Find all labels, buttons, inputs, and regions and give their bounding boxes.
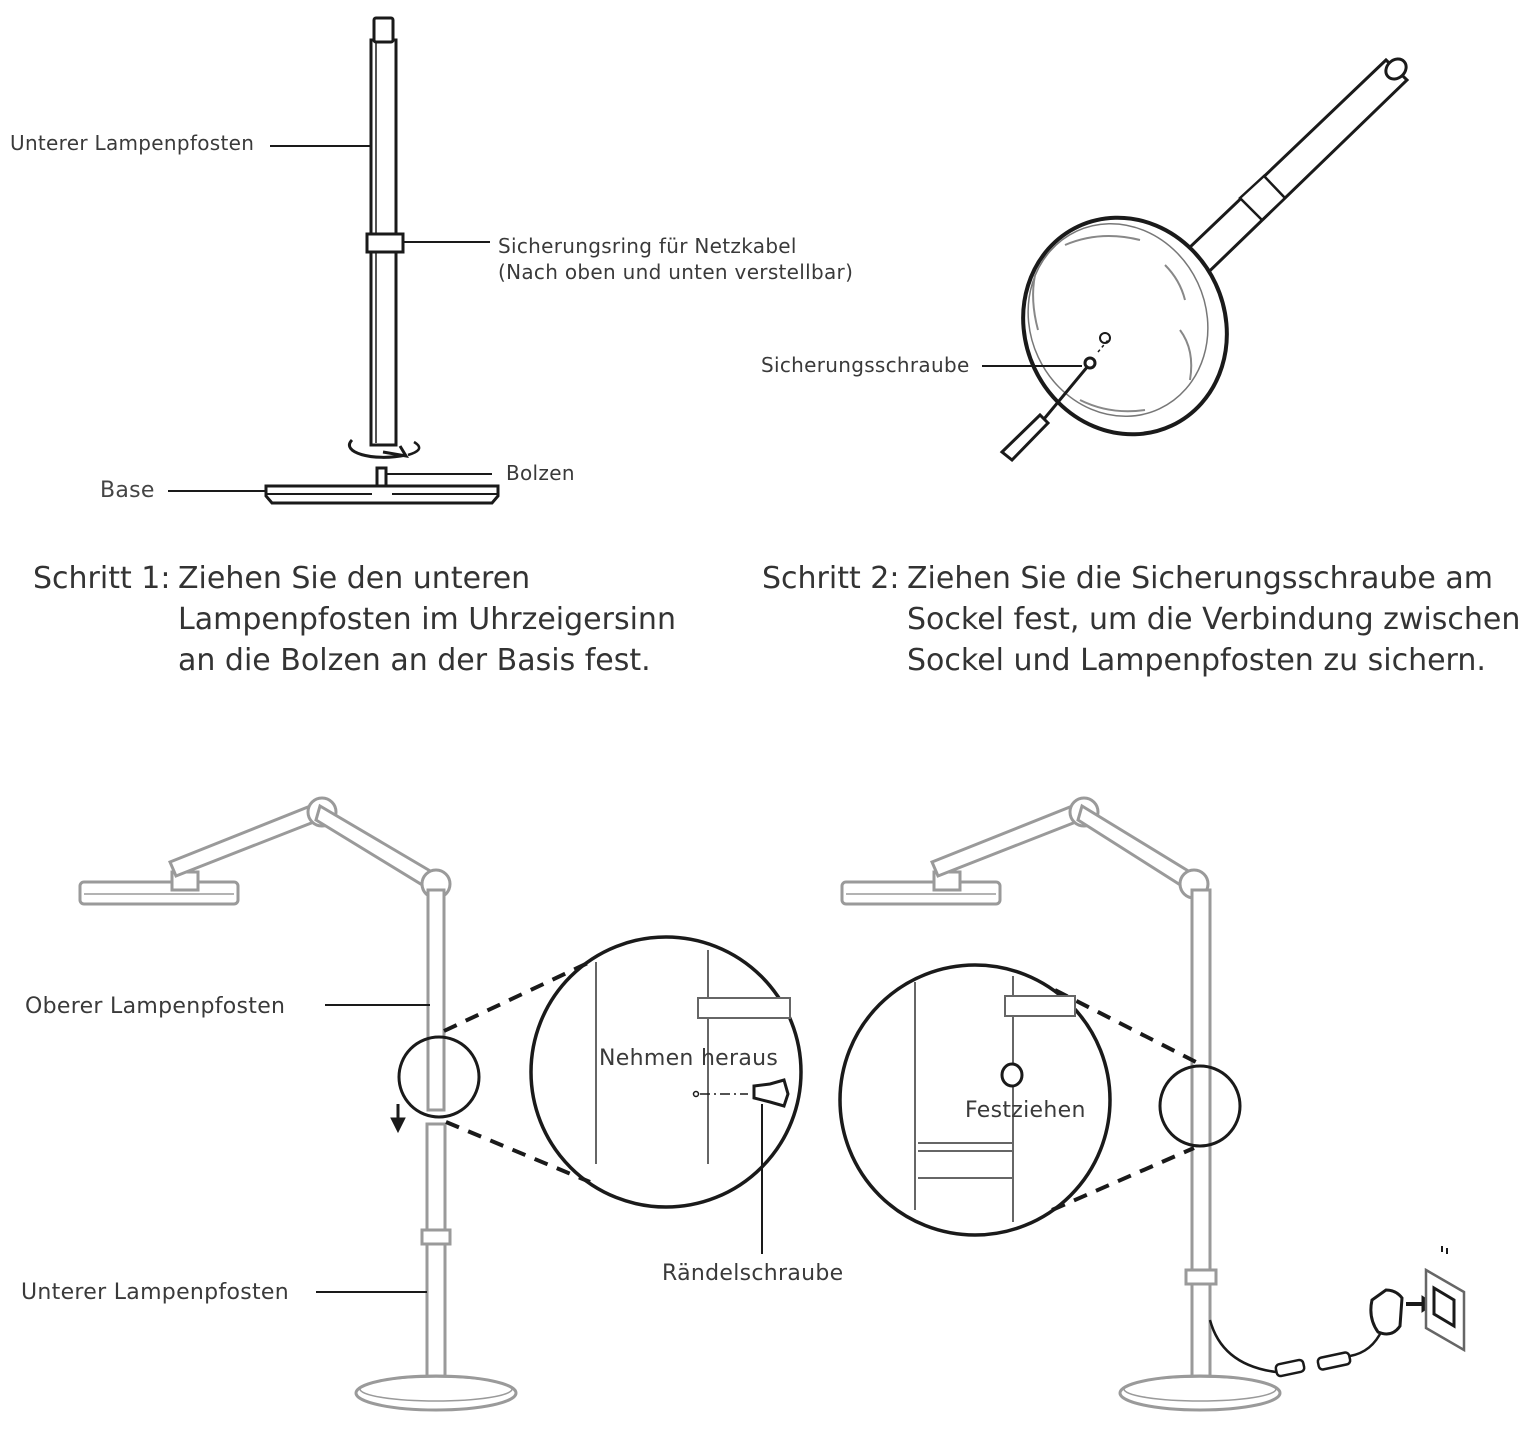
figure-step2 <box>982 57 1410 463</box>
figure-step4 <box>840 796 1282 1412</box>
label-remove: Nehmen heraus <box>599 1046 779 1071</box>
label-bolt: Bolzen <box>506 461 575 485</box>
detail-circle-small-2 <box>1158 1064 1242 1148</box>
step2-block: Schritt 2: Ziehen Sie die Sicherungsschr… <box>762 558 1530 688</box>
rotation-arrow <box>348 438 407 459</box>
cable-ring <box>365 232 405 254</box>
detail-circle-small-1 <box>397 1035 481 1119</box>
figure-step3 <box>78 796 518 1412</box>
figure-step1 <box>168 16 500 505</box>
label-upper-post: Oberer Lampenpfosten <box>25 994 286 1019</box>
label-ring-line2: (Nach oben und unten verstellbar) <box>498 260 854 284</box>
lock-screw <box>1083 356 1097 370</box>
detail-circle-large-1 <box>529 935 803 1209</box>
step1-block: Schritt 1: Ziehen Sie den unteren Lampen… <box>33 558 713 688</box>
step1-text: Ziehen Sie den unteren Lampenpfosten im … <box>178 558 676 681</box>
thumb-screw <box>752 1078 790 1108</box>
tightened-screw <box>1000 1062 1024 1088</box>
step1-line1: Ziehen Sie den unteren <box>178 561 531 596</box>
step1-line3: an die Bolzen an der Basis fest. <box>178 643 651 678</box>
power-adapter <box>1369 1288 1404 1336</box>
step2-line2: Sockel fest, um die Verbindung zwischen <box>907 602 1521 637</box>
power-cable <box>1208 1319 1291 1374</box>
label-ring-line1: Sicherungsring für Netzkabel <box>498 234 797 258</box>
label-tighten: Festziehen <box>965 1098 1086 1123</box>
label-lower-post-top: Unterer Lampenpfosten <box>10 131 255 155</box>
step1-number: Schritt 1: <box>33 561 171 596</box>
base-plate <box>264 484 500 505</box>
label-thumb-screw: Rändelschraube <box>662 1261 844 1286</box>
angled-post <box>1163 57 1410 293</box>
post-tip <box>372 16 395 44</box>
step1-line2: Lampenpfosten im Uhrzeigersinn <box>178 602 676 637</box>
detail-circle-large-2 <box>838 963 1112 1237</box>
screwdriver <box>999 412 1051 463</box>
label-lock-screw: Sicherungsschraube <box>761 353 970 377</box>
step2-line1: Ziehen Sie die Sicherungsschraube am <box>907 561 1493 596</box>
label-base: Base <box>100 478 155 503</box>
step2-text: Ziehen Sie die Sicherungsschraube am Soc… <box>907 558 1520 681</box>
base-disc <box>1021 215 1229 437</box>
label-lower-post-bottom: Unterer Lampenpfosten <box>21 1280 289 1305</box>
step2-number: Schritt 2: <box>762 561 900 596</box>
step2-line3: Sockel und Lampenpfosten zu sichern. <box>907 643 1486 678</box>
